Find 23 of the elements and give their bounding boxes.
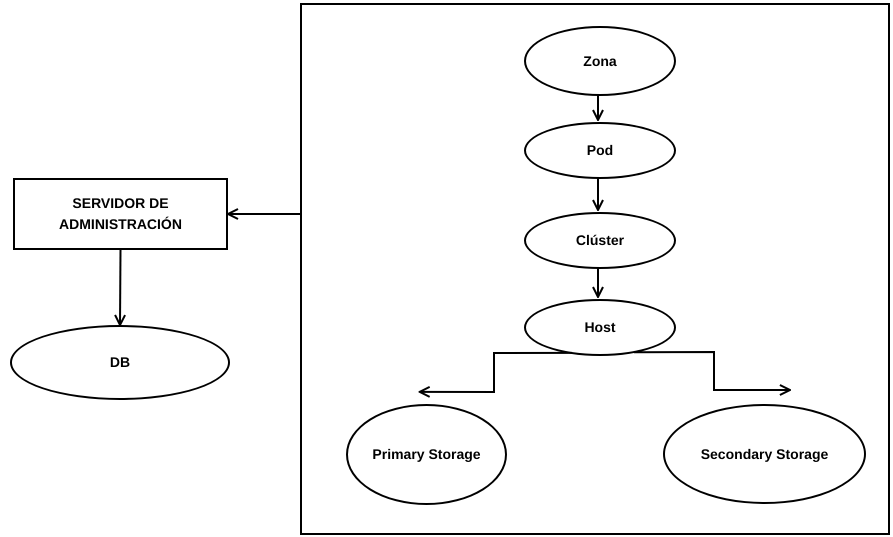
database-ellipse — [10, 325, 230, 400]
arrow — [592, 177, 604, 211]
arrow — [634, 351, 791, 396]
node-label: SERVIDOR DE ADMINISTRACIÓN — [58, 194, 183, 234]
node-label: Secondary Storage — [700, 444, 830, 464]
pod-ellipse — [524, 122, 676, 179]
arrow — [114, 250, 126, 326]
cluster-ellipse — [524, 212, 676, 269]
node-label: Host — [583, 318, 617, 337]
server-box — [13, 178, 228, 250]
host-ellipse — [524, 299, 676, 356]
node-label: Clúster — [574, 231, 626, 250]
zone-ellipse — [524, 26, 676, 96]
node-label: Pod — [586, 141, 614, 160]
arrow — [592, 94, 604, 121]
storage-ellipse — [663, 404, 866, 504]
node-label: Zona — [582, 52, 618, 70]
arrow — [592, 267, 604, 298]
node-label: DB — [108, 353, 132, 372]
container-box — [300, 3, 890, 535]
node-label: Primary Storage — [371, 445, 482, 464]
arrow — [227, 208, 300, 220]
storage-ellipse — [346, 404, 507, 505]
